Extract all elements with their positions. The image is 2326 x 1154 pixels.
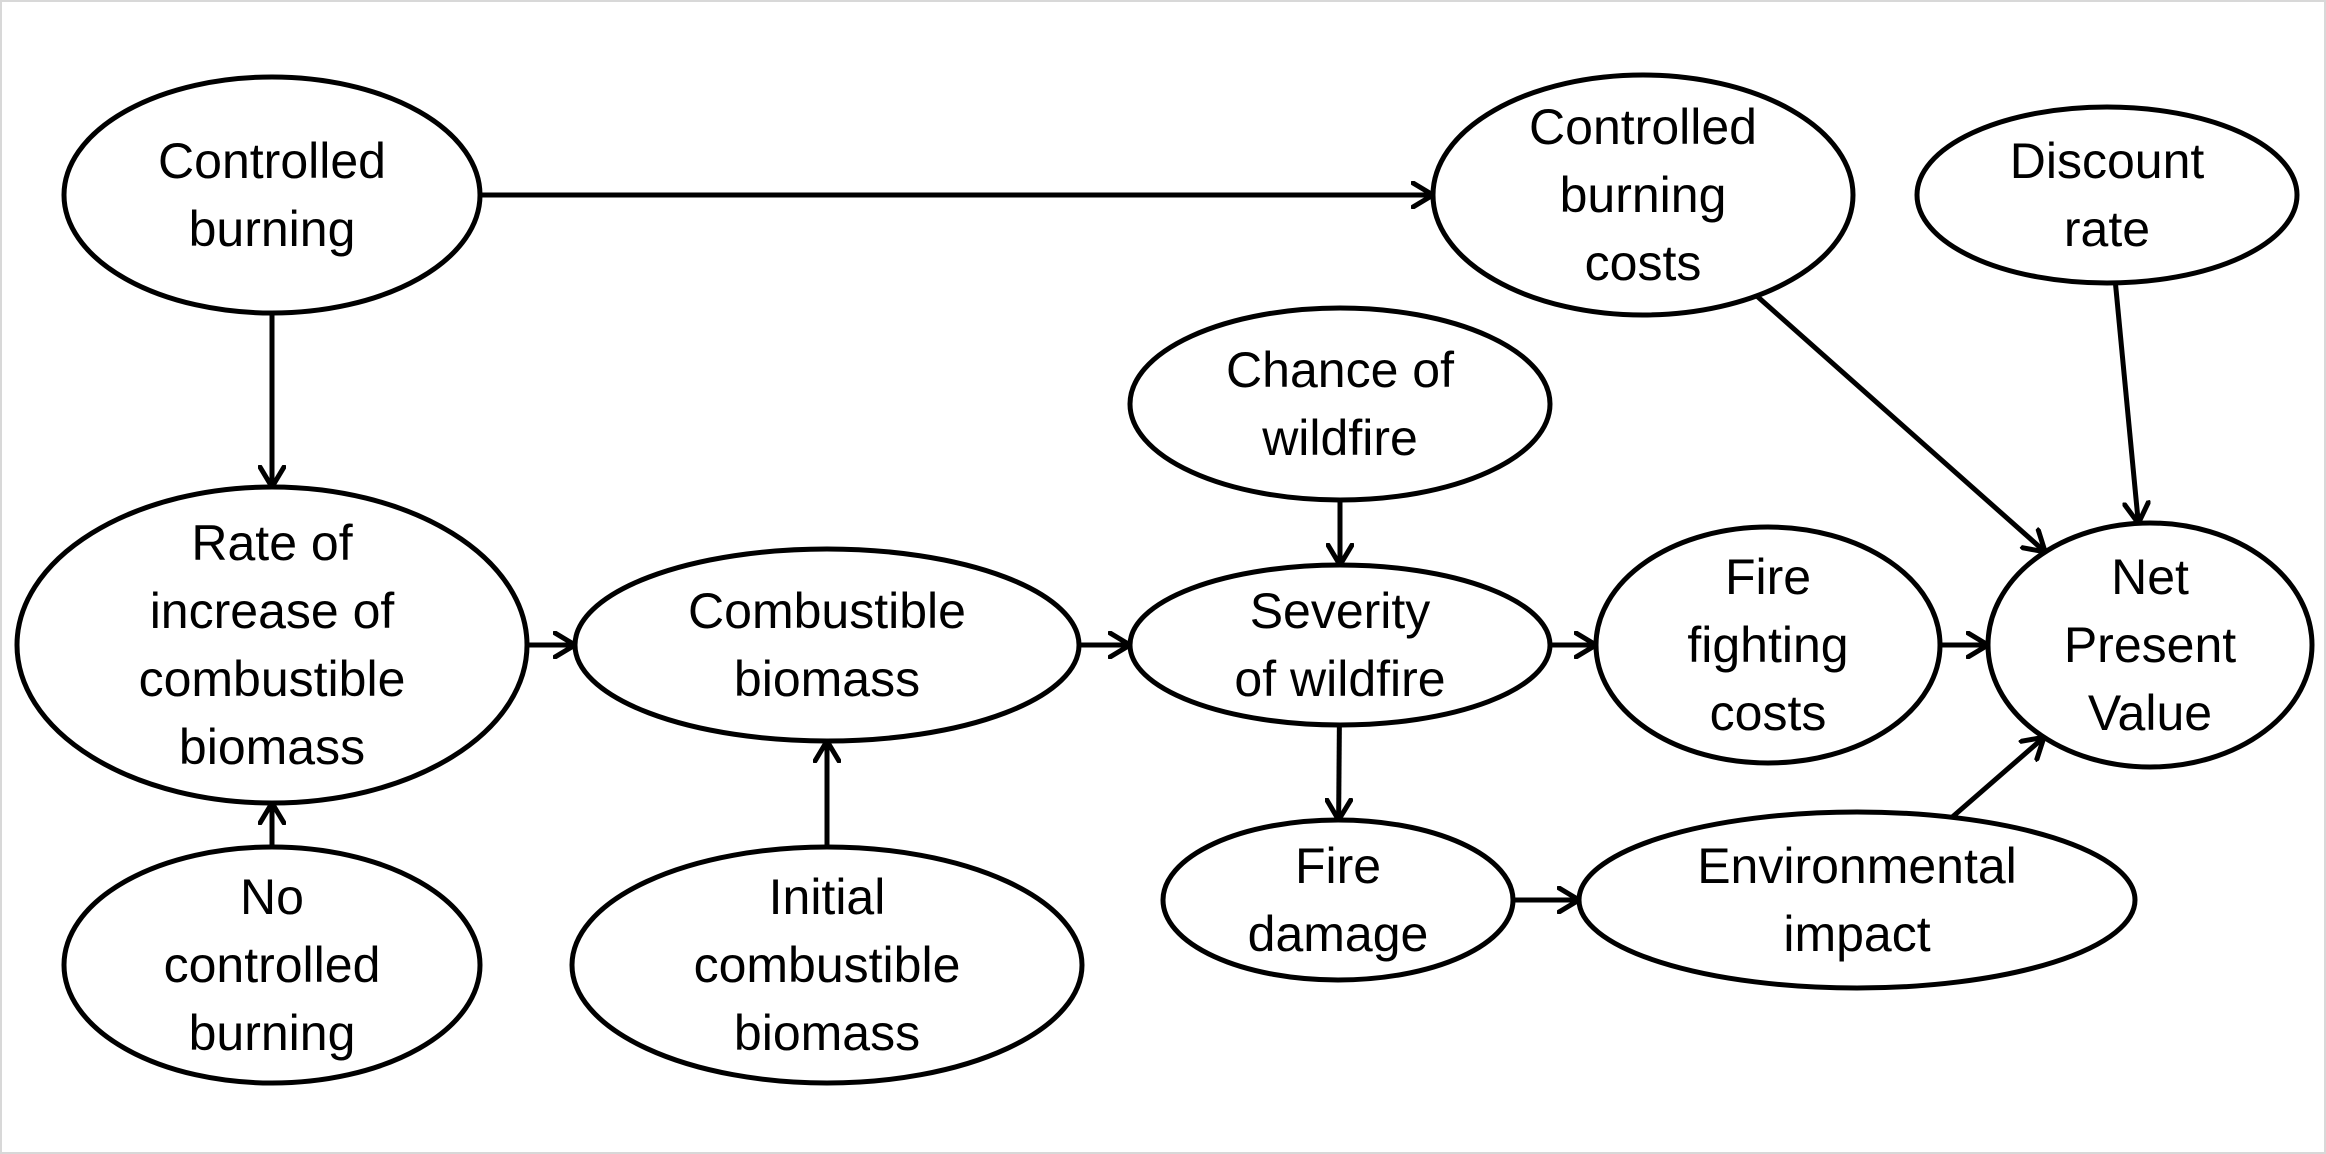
edges-layer [272, 195, 2138, 900]
node-severity-of-wildfire: Severity of wildfire [1127, 562, 1553, 728]
node-label-line: Fire [1295, 838, 1381, 894]
node-controlled-burning-costs: Controlled burning costs [1430, 72, 1856, 318]
node-label-line: burning [189, 201, 356, 257]
node-label-line: impact [1783, 906, 1930, 962]
node-label-line: combustible [694, 937, 961, 993]
node-ellipse-net-present-value [1985, 520, 2315, 770]
node-label-line: Initial [769, 869, 886, 925]
node-label-line: Controlled [158, 133, 386, 189]
nodes-layer: Controlled burning Controlled burning costs D… [14, 72, 2315, 1086]
node-ellipse-combustible-biomass [572, 546, 1082, 744]
node-label-line: damage [1248, 906, 1429, 962]
node-controlled-burning: Controlled burning [61, 74, 483, 316]
node-fire-fighting-costs: Fire fighting costs [1593, 524, 1943, 766]
node-label-line: combustible [139, 651, 406, 707]
node-label-line: controlled [164, 937, 381, 993]
node-ellipse-fire-damage [1160, 817, 1516, 983]
node-ellipse-no-controlled-burning [61, 844, 483, 1086]
node-label-line: Discount [2010, 133, 2205, 189]
node-label-line: rate [2064, 201, 2150, 257]
node-label-line: Chance of [1226, 342, 1454, 398]
node-no-controlled-burning: No controlled burning [61, 844, 483, 1086]
node-label-line: Rate of [191, 515, 352, 571]
node-ellipse-discount-rate [1914, 104, 2300, 286]
node-label-line: burning [1560, 167, 1727, 223]
node-label-line: Present [2064, 617, 2236, 673]
node-environmental-impact: Environmental impact [1576, 809, 2138, 991]
node-label-line: biomass [734, 651, 920, 707]
arrow-discount-rate-to-net-present-value [2112, 282, 2138, 523]
node-chance-of-wildfire: Chance of wildfire [1127, 305, 1553, 503]
node-combustible-biomass: Combustible biomass [572, 546, 1082, 744]
node-ellipse-controlled-burning-costs [1430, 72, 1856, 318]
node-label-line: Net [2111, 549, 2189, 605]
node-label-line: wildfire [1261, 410, 1418, 466]
node-label-line: Combustible [688, 583, 966, 639]
node-rate-of-increase: Rate of increase of combustible biomass [14, 484, 530, 806]
node-label-line: biomass [734, 1005, 920, 1061]
node-ellipse-severity-of-wildfire [1127, 562, 1553, 728]
node-initial-combustible-biomass: Initial combustible biomass [569, 844, 1085, 1086]
node-ellipse-chance-of-wildfire [1127, 305, 1553, 503]
node-label-line: Environmental [1697, 838, 2017, 894]
arrow-environmental-impact-to-net-present-value [1950, 737, 2044, 820]
arrow-controlled-burning-costs-to-net-present-value [1755, 294, 2046, 552]
node-ellipse-fire-fighting-costs [1593, 524, 1943, 766]
node-label-line: fighting [1687, 617, 1848, 673]
node-label-line: Controlled [1529, 99, 1757, 155]
node-ellipse-controlled-burning [61, 74, 483, 316]
node-label-line: of wildfire [1234, 651, 1445, 707]
node-label-line: Fire [1725, 549, 1811, 605]
node-label-line: Value [2088, 685, 2212, 741]
node-fire-damage: Fire damage [1160, 817, 1516, 983]
node-label-line: costs [1585, 235, 1702, 291]
node-discount-rate: Discount rate [1914, 104, 2300, 286]
node-ellipse-rate-of-increase [14, 484, 530, 806]
node-label-line: biomass [179, 719, 365, 775]
node-label-line: No [240, 869, 304, 925]
arrow-severity-of-wildfire-to-fire-damage [1339, 724, 1340, 820]
node-ellipse-environmental-impact [1576, 809, 2138, 991]
node-label-line: burning [189, 1005, 356, 1061]
node-ellipse-initial-combustible-biomass [569, 844, 1085, 1086]
node-label-line: increase of [150, 583, 395, 639]
node-label-line: Severity [1250, 583, 1431, 639]
node-label-line: costs [1710, 685, 1827, 741]
